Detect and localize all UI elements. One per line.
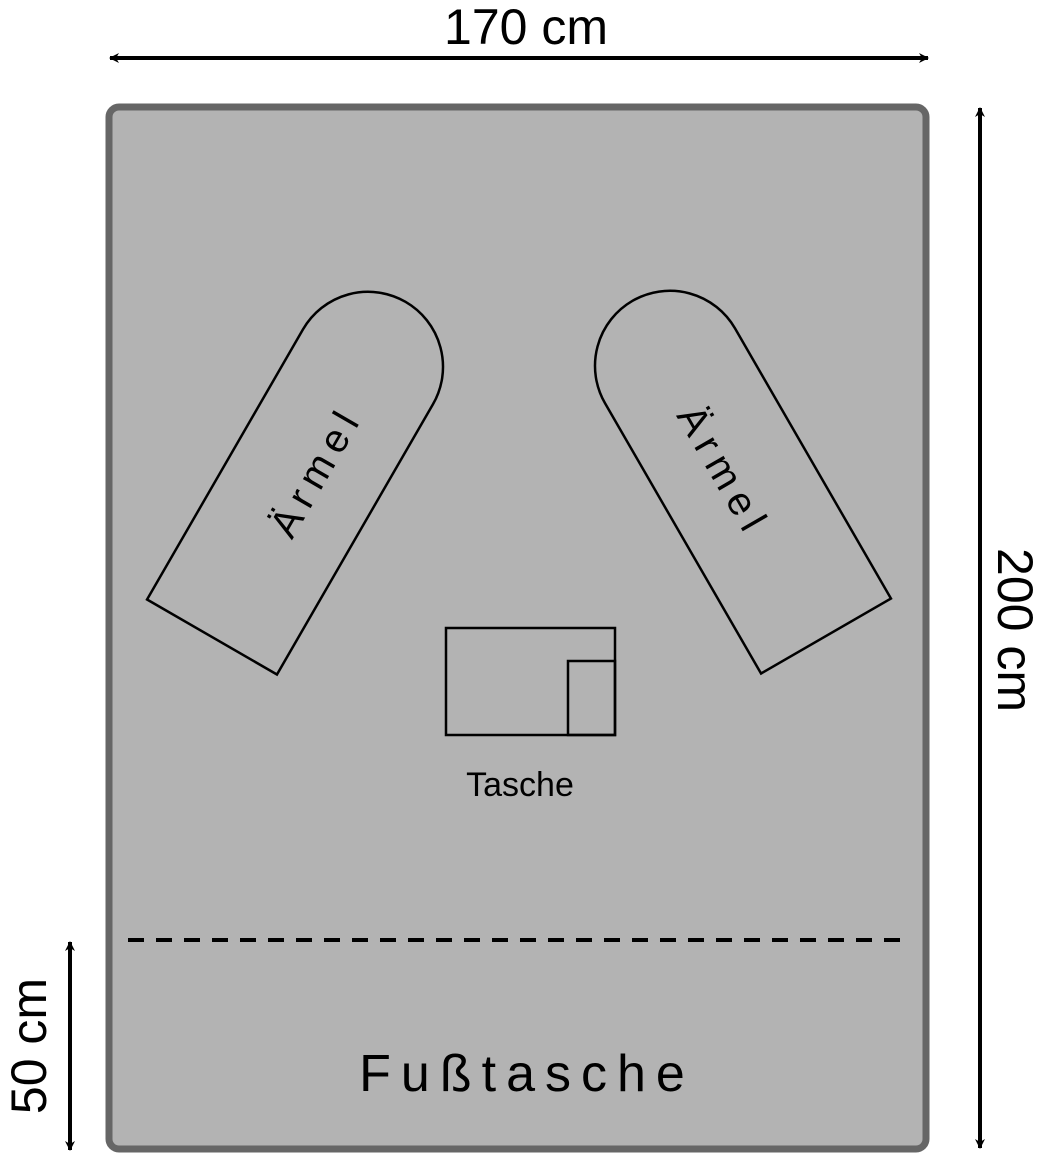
foot-pocket-label: Fußtasche [359,1045,695,1103]
height-label: 200 cm [987,548,1039,712]
foot-label: 50 cm [1,978,57,1114]
sleeve-left [145,290,445,677]
sleeve-right [593,289,893,676]
pocket-inner [566,659,617,737]
width-label: 170 cm [444,0,608,55]
pocket-label: Tasche [466,766,574,804]
